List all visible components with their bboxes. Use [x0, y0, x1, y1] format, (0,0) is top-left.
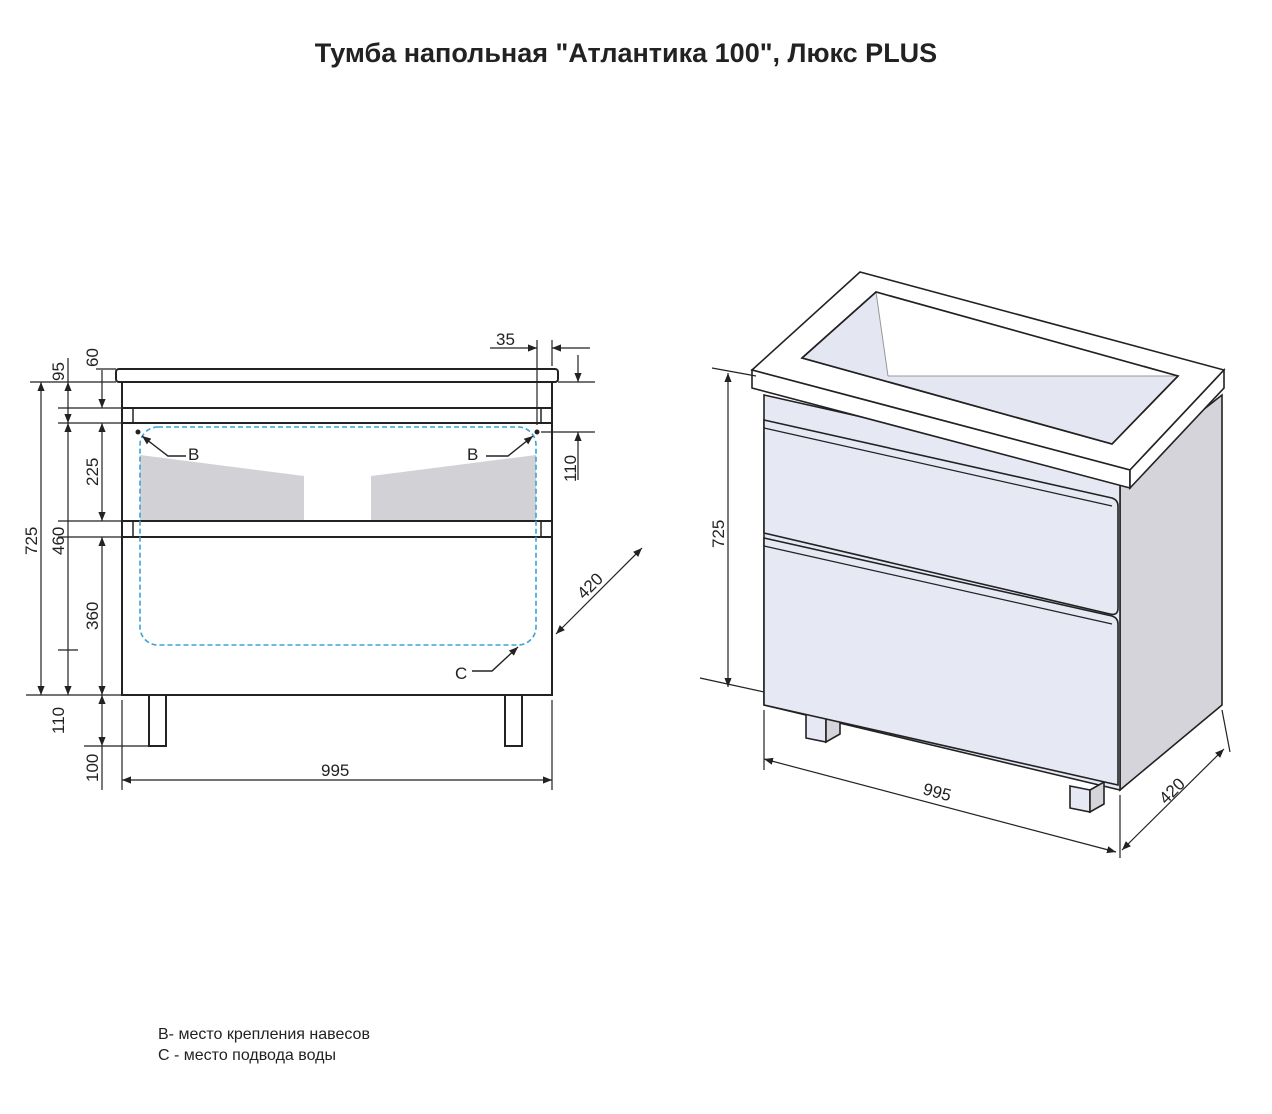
dim-110-leg: 110 — [49, 707, 68, 734]
dim-225: 225 — [83, 458, 102, 486]
iso-drawer-lower — [763, 537, 1119, 787]
leg-right — [504, 694, 523, 747]
legend-line-b: B- место крепления навесов — [158, 1026, 370, 1043]
dim-line-420 — [555, 547, 643, 635]
iso-drawer-upper — [763, 419, 1119, 616]
drawer-separator — [121, 520, 553, 538]
dim-420-front: 420 — [573, 569, 606, 602]
sink-top — [115, 368, 559, 383]
iso-leg-right-side — [1089, 780, 1105, 814]
hinge-area-right — [371, 455, 536, 520]
iso-dim-line-420 — [1121, 748, 1225, 851]
iso-dim-725: 725 — [709, 520, 728, 548]
top-rail — [121, 407, 553, 424]
dim-60: 60 — [83, 348, 102, 367]
iso-dim-line-995 — [763, 757, 1117, 854]
iso-leg-right — [1069, 785, 1091, 813]
dim-360: 360 — [83, 602, 102, 630]
dim-95: 95 — [49, 362, 68, 381]
hinge-area-left — [140, 455, 304, 520]
front-view — [115, 368, 559, 747]
iso-dim-420: 420 — [1155, 774, 1188, 807]
label-c: C — [455, 664, 467, 683]
dim-35: 35 — [496, 330, 515, 349]
page-title: Тумба напольная "Атлантика 100", Люкс PL… — [314, 38, 938, 68]
dim-100: 100 — [83, 754, 102, 782]
hinge-point-left — [135, 429, 141, 435]
label-b-left: B — [188, 445, 199, 464]
iso-view — [750, 271, 1226, 814]
leader-b-left — [141, 435, 186, 457]
leader-b-right — [486, 435, 534, 457]
water-supply-contour — [139, 426, 537, 646]
dim-460: 460 — [49, 527, 68, 555]
dim-995-front: 995 — [321, 761, 349, 780]
legend: B- место крепления навесов C - место под… — [158, 1024, 370, 1066]
leader-c — [472, 646, 519, 672]
dim-725-front: 725 — [22, 527, 41, 555]
hinge-point-right — [534, 429, 540, 435]
label-b-right: B — [467, 445, 478, 464]
dim-110-right: 110 — [561, 455, 580, 482]
cabinet-body — [121, 381, 553, 696]
sink-top-edge-side — [1129, 367, 1225, 491]
legend-line-c: C - место подвода воды — [158, 1047, 336, 1064]
leg-left — [148, 694, 167, 747]
